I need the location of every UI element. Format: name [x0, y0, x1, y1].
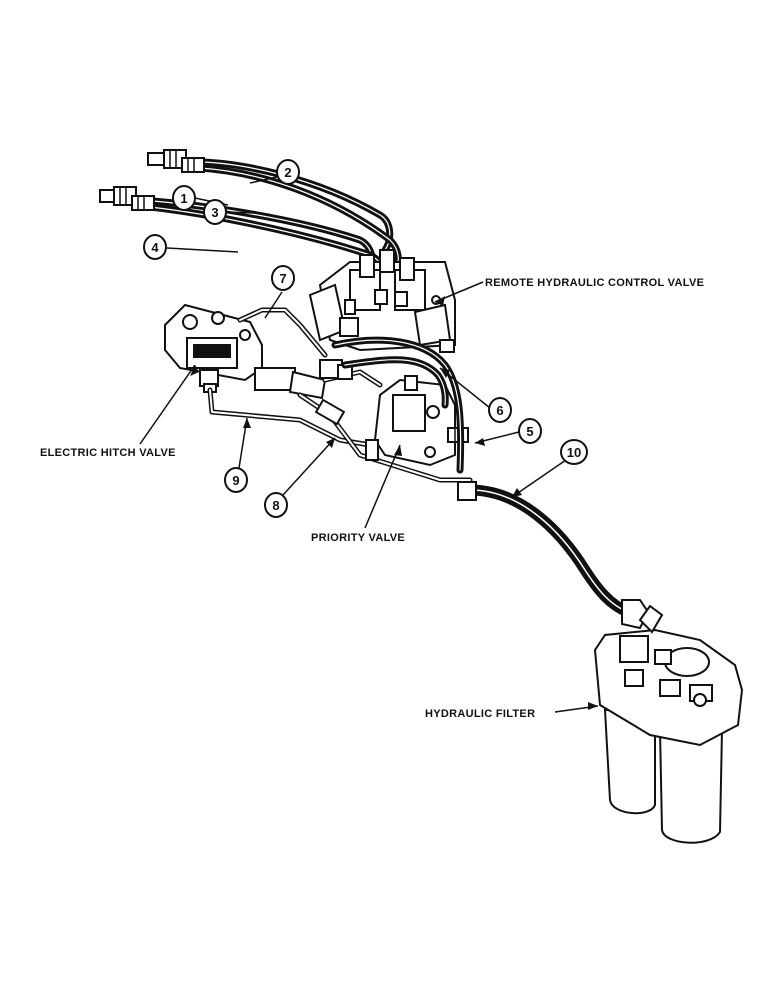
quick-couplers-upper [147, 149, 205, 173]
svg-text:3: 3 [211, 205, 218, 220]
hose-10 [457, 481, 650, 630]
priority-valve [365, 375, 469, 467]
svg-text:1: 1 [180, 191, 187, 206]
callout-6: 6 [488, 397, 512, 423]
svg-text:4: 4 [151, 240, 159, 255]
hydraulic-filter [593, 604, 744, 844]
electric-hitch-valve [164, 303, 327, 400]
svg-text:8: 8 [272, 498, 279, 513]
callout-8: 8 [264, 492, 288, 518]
quick-couplers-lower [99, 186, 155, 211]
callout-5: 5 [518, 418, 542, 444]
svg-text:6: 6 [496, 403, 503, 418]
svg-text:7: 7 [279, 271, 286, 286]
callout-10: 10 [560, 439, 588, 465]
callout-7: 7 [271, 265, 295, 291]
svg-text:9: 9 [232, 473, 239, 488]
callout-2: 2 [276, 159, 300, 185]
remote-hydraulic-control-valve [308, 249, 456, 353]
label-priority-valve: PRIORITY VALVE [311, 532, 405, 544]
callout-3: 3 [203, 199, 227, 225]
callout-1: 1 [172, 185, 196, 211]
svg-text:2: 2 [284, 165, 291, 180]
svg-text:5: 5 [526, 424, 533, 439]
label-electric-hitch-valve: ELECTRIC HITCH VALVE [40, 447, 176, 459]
callout-9: 9 [224, 467, 248, 493]
label-hydraulic-filter: HYDRAULIC FILTER [425, 708, 535, 720]
label-remote-hydraulic-control-valve: REMOTE HYDRAULIC CONTROL VALVE [485, 277, 704, 289]
callout-4: 4 [143, 234, 167, 260]
hoses-5-6 [331, 336, 465, 474]
svg-text:10: 10 [567, 445, 581, 460]
